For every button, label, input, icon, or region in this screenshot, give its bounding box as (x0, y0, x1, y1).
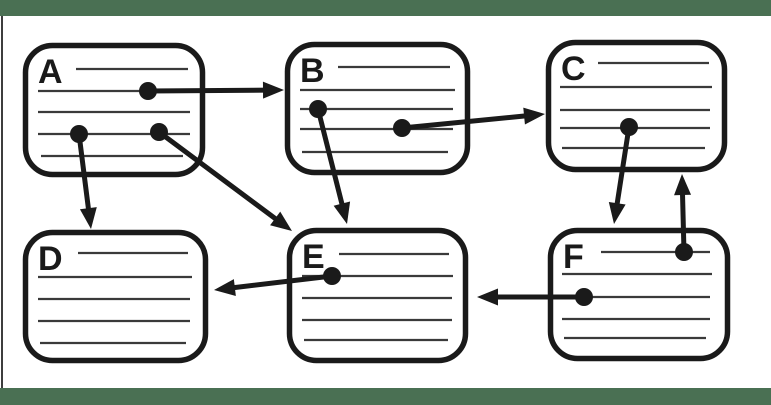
link-F-C (674, 174, 693, 261)
node-A-label: A (38, 53, 63, 91)
link-A-E (150, 123, 292, 231)
node-E: E (286, 227, 469, 364)
node-C-label: C (561, 50, 586, 88)
node-D-box (22, 229, 209, 364)
link-F-C-shaft (679, 188, 687, 255)
node-D-label: D (38, 240, 63, 278)
node-F-label: F (563, 238, 584, 276)
link-F-C-anchor-dot (675, 243, 693, 261)
node-A: A (22, 42, 206, 178)
link-A-B-arrowhead (262, 81, 284, 99)
node-A-box (22, 42, 206, 178)
link-A-D (70, 125, 97, 229)
link-B-C-arrowhead (523, 107, 545, 125)
link-A-B-anchor-dot (139, 82, 157, 100)
link-B-C-anchor-dot (393, 119, 411, 137)
link-A-D-shaft (76, 131, 92, 215)
link-A-B-shaft (145, 87, 270, 94)
link-E-D-shaft (228, 273, 335, 291)
top-border-bar (0, 0, 771, 16)
link-A-B (139, 81, 284, 100)
node-B-label: B (300, 52, 325, 90)
link-A-D-anchor-dot (70, 125, 88, 143)
link-C-F-shaft (614, 124, 632, 210)
link-A-D-arrowhead (79, 207, 97, 229)
link-C-F-anchor-dot (620, 118, 638, 136)
left-edge-line (1, 16, 3, 388)
link-F-E-anchor-dot (575, 288, 593, 306)
link-C-F-arrowhead (608, 201, 626, 224)
link-B-C (393, 107, 545, 137)
link-C-F (608, 118, 638, 224)
bottom-border-bar (0, 388, 771, 405)
link-A-E-anchor-dot (150, 123, 168, 141)
link-E-D-anchor-dot (323, 267, 341, 285)
node-E-box (286, 227, 469, 364)
node-B: B (284, 41, 471, 176)
link-F-E (477, 288, 593, 306)
link-B-E-arrowhead (333, 201, 351, 224)
node-D: D (22, 229, 209, 364)
link-E-D (214, 267, 341, 296)
node-C: C (545, 39, 728, 173)
node-E-label: E (302, 238, 325, 276)
link-B-E-shaft (315, 106, 346, 211)
link-B-C-shaft (399, 113, 531, 131)
link-F-C-arrowhead (674, 174, 692, 196)
link-B-E (309, 100, 351, 224)
link-B-E-anchor-dot (309, 100, 327, 118)
node-C-box (545, 39, 728, 173)
link-E-D-arrowhead (214, 279, 236, 296)
link-A-E-arrowhead (270, 211, 292, 231)
link-A-E-shaft (156, 129, 281, 224)
link-F-E-arrowhead (477, 288, 498, 306)
